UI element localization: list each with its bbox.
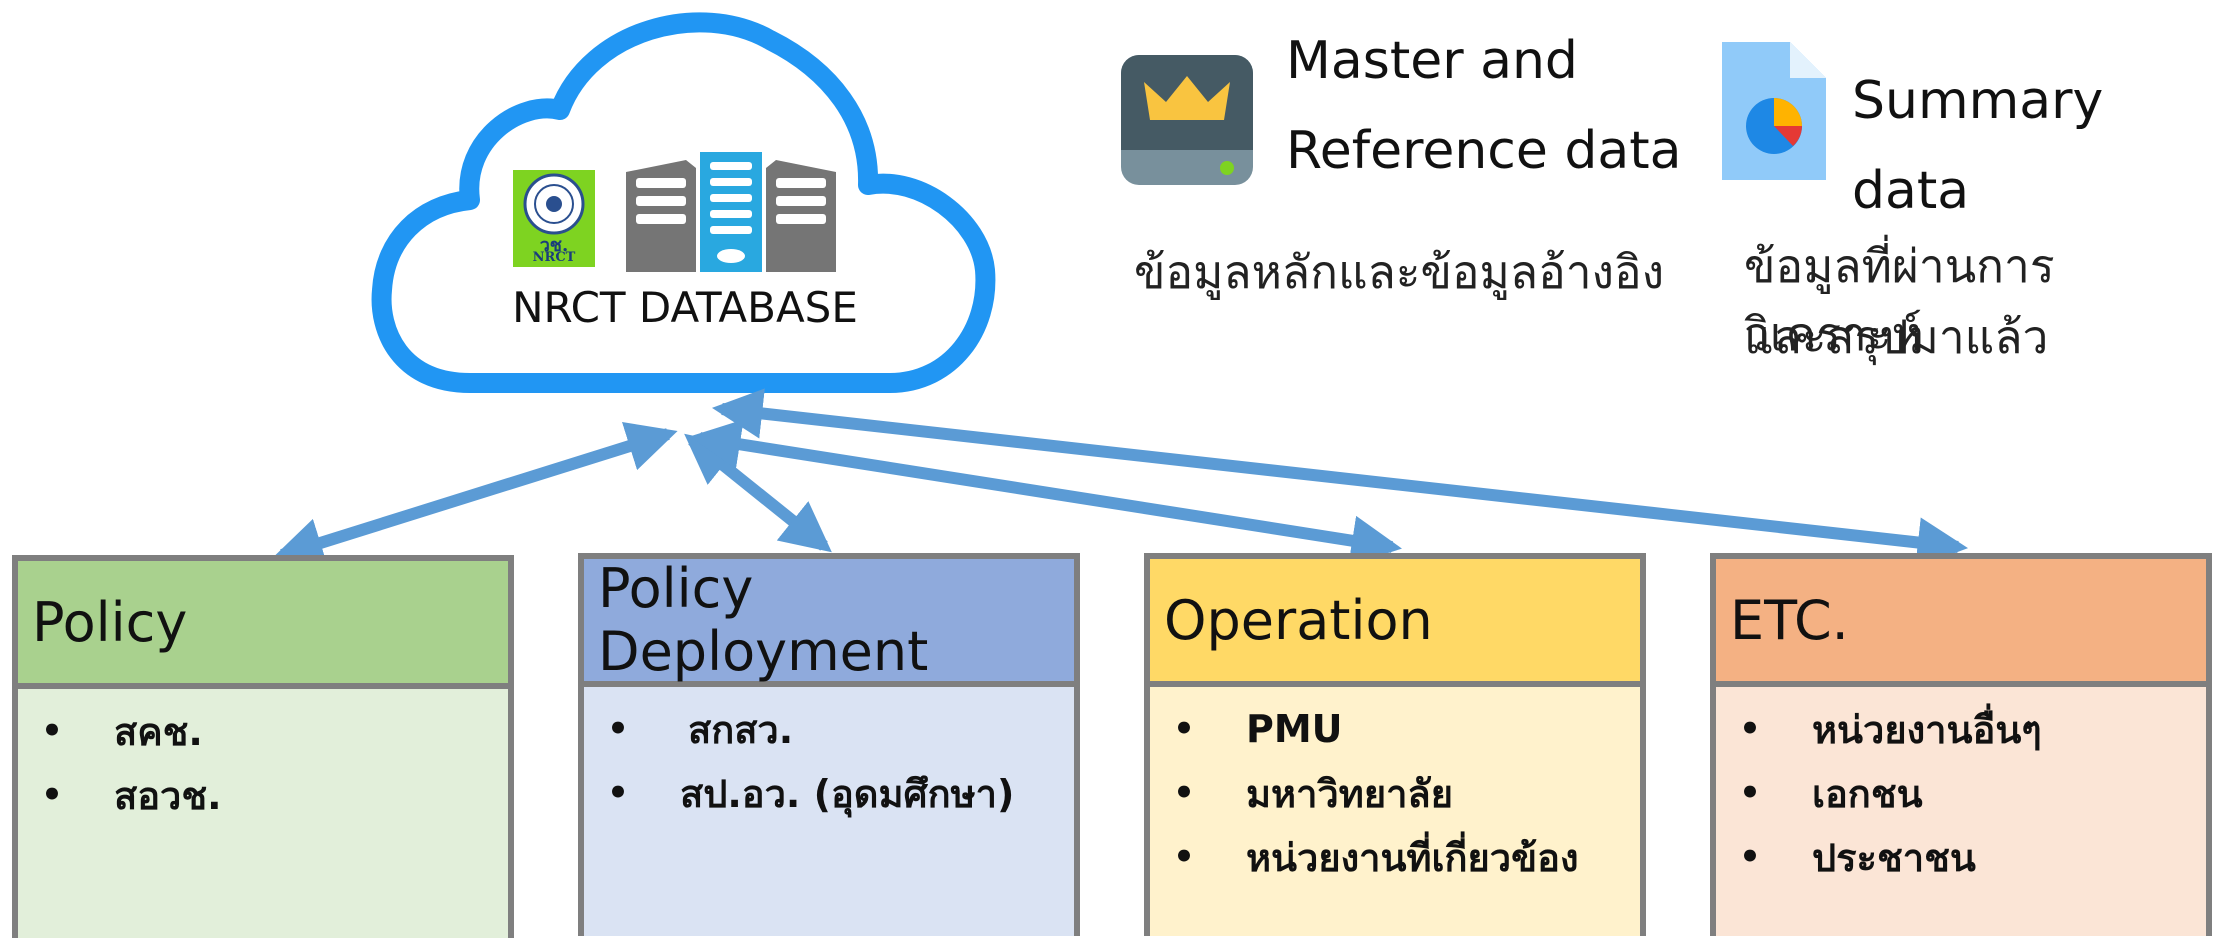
list-item: • สอวช. xyxy=(18,763,508,827)
box-header: ETC. xyxy=(1716,559,2206,687)
list-item-label: ประชาชน xyxy=(1812,835,1976,880)
list-item: • หน่วยงานที่เกี่ยวข้อง xyxy=(1150,825,1640,889)
arrow-etc xyxy=(711,388,1969,568)
box-body: • สคช. • สอวช. xyxy=(18,689,508,827)
legend-summary-title: Summary data xyxy=(1852,71,2104,221)
crown-server-icon xyxy=(1121,55,1253,185)
box-body: • PMU • มหาวิทยาลัย • หน่วยงานที่เกี่ยวข… xyxy=(1150,687,1640,889)
box-body: • สกสว. • สป.อว. (อุดมศึกษา) xyxy=(584,687,1074,825)
list-item: • มหาวิทยาลัย xyxy=(1150,761,1640,825)
legend-master-title-line1: Master and xyxy=(1286,31,1578,91)
list-item: • สป.อว. (อุดมศึกษา) xyxy=(584,761,1074,825)
list-item: • ประชาชน xyxy=(1716,825,2206,889)
bullet: • xyxy=(1739,773,1761,813)
list-item: • หน่วยงานอื่นๆ xyxy=(1716,697,2206,761)
bullet: • xyxy=(607,709,629,749)
legend-master-description: ข้อมูลหลักและข้อมูลอ้างอิง xyxy=(1134,245,1665,299)
box-header: Operation xyxy=(1150,559,1640,687)
policy-box: Policy • สคช. • สอวช. xyxy=(12,555,514,938)
bullet: • xyxy=(41,775,63,815)
box-header: Policy xyxy=(18,561,508,689)
arrow-policy xyxy=(272,422,678,567)
bullet: • xyxy=(41,711,63,751)
pie-document-icon xyxy=(1722,42,1826,180)
connection-arrows xyxy=(272,388,1969,568)
operation-box: Operation • PMU • มหาวิทยาลัย • หน่วยงาน… xyxy=(1144,553,1646,936)
bullet: • xyxy=(1739,837,1761,877)
etc-box: ETC. • หน่วยงานอื่นๆ • เอกชน • ประชาชน xyxy=(1710,553,2212,936)
list-item-label: PMU xyxy=(1246,707,1343,751)
list-item-label: หน่วยงานที่เกี่ยวข้อง xyxy=(1246,835,1579,880)
list-item: • สคช. xyxy=(18,699,508,763)
list-item-label: สอวช. xyxy=(114,773,222,818)
cloud-title: NRCT DATABASE xyxy=(512,283,858,332)
policy-deployment-box: Policy Deployment • สกสว. • สป.อว. (อุดม… xyxy=(578,553,1080,936)
legend-summary-description-line2: และสรุปมาแล้ว xyxy=(1744,310,2049,364)
legend-master-title-line2: Reference data xyxy=(1286,121,1682,181)
box-header: Policy Deployment xyxy=(584,557,1074,687)
bullet: • xyxy=(1173,709,1195,749)
logo-text: วช. xyxy=(539,235,569,256)
nrct-logo xyxy=(513,170,595,267)
list-item: • เอกชน xyxy=(1716,761,2206,825)
list-item-label: มหาวิทยาลัย xyxy=(1246,771,1453,816)
list-item-label: เอกชน xyxy=(1812,771,1923,816)
list-item: • สกสว. xyxy=(584,697,1074,761)
logo-subtext: NRCT xyxy=(532,250,576,265)
list-item-label: สกสว. xyxy=(688,707,794,752)
list-item: • PMU xyxy=(1150,697,1640,761)
bullet: • xyxy=(607,773,629,813)
list-item-label: สคช. xyxy=(114,709,203,754)
server-icon xyxy=(626,152,836,272)
list-item-label: หน่วยงานอื่นๆ xyxy=(1812,707,2042,752)
list-item-label: สป.อว. (อุดมศึกษา) xyxy=(680,771,1015,816)
bullet: • xyxy=(1173,837,1195,877)
bullet: • xyxy=(1173,773,1195,813)
box-body: • หน่วยงานอื่นๆ • เอกชน • ประชาชน xyxy=(1716,687,2206,889)
bullet: • xyxy=(1739,709,1761,749)
legend-summary-description-line1: ข้อมูลที่ผ่านการวิเคราะห์ xyxy=(1744,239,2055,361)
